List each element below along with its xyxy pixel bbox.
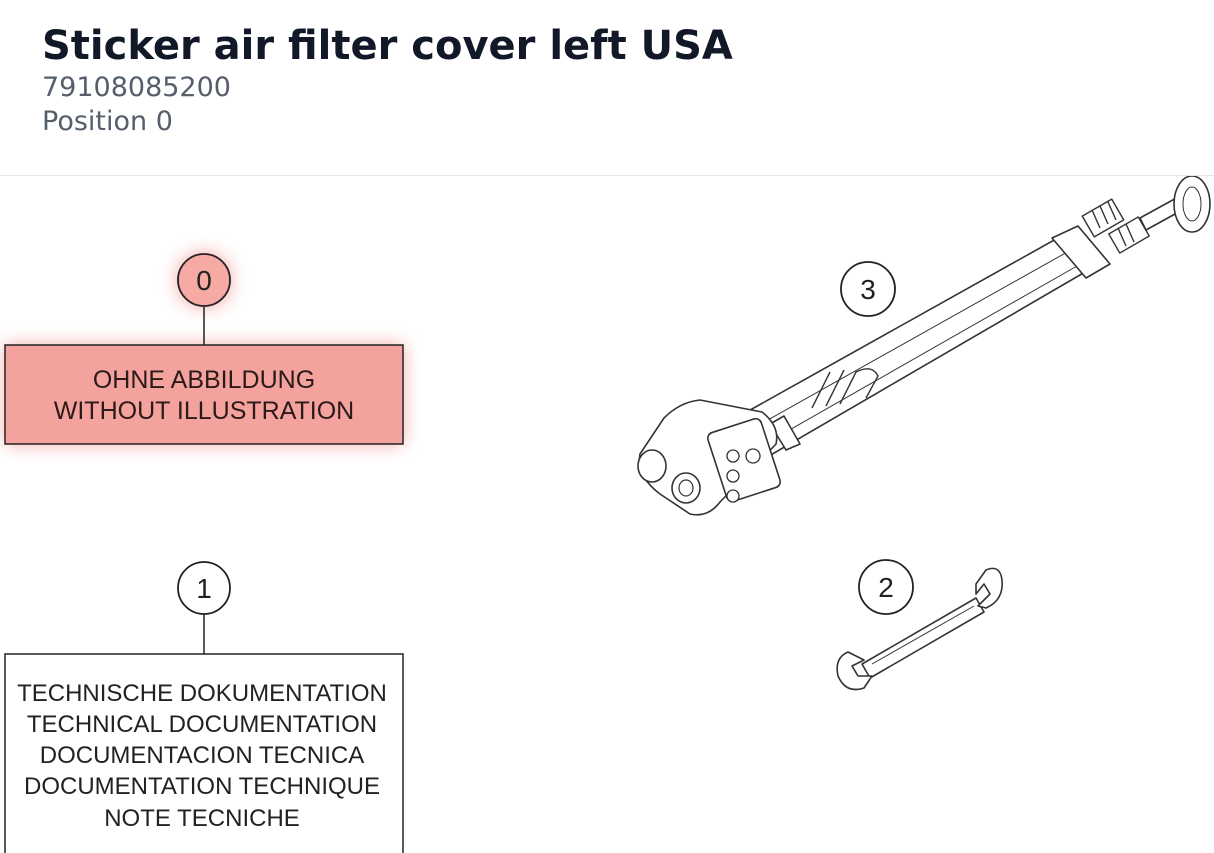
- exploded-diagram: 0 OHNE ABBILDUNG WITHOUT ILLUSTRATION 1 …: [0, 176, 1214, 853]
- part-number: 79108085200: [42, 72, 231, 103]
- callout-3-number: 3: [860, 274, 876, 305]
- shock-pump-icon[interactable]: [637, 176, 1211, 516]
- page-title: Sticker air filter cover left USA: [42, 23, 733, 69]
- callout-0-number: 0: [196, 265, 212, 296]
- callout-1-line: NOTE TECNICHE: [104, 805, 300, 832]
- callout-3[interactable]: 3: [637, 176, 1211, 516]
- callout-1-line: TECHNISCHE DOKUMENTATION: [17, 680, 387, 707]
- wrench-icon[interactable]: [836, 567, 1003, 691]
- callout-1-number-circle[interactable]: [177, 561, 231, 615]
- callout-1-box[interactable]: [4, 653, 404, 853]
- callout-1-line: TECHNICAL DOCUMENTATION: [27, 711, 377, 738]
- position-label: Position 0: [42, 106, 173, 137]
- callout-2-number: 2: [878, 572, 894, 603]
- page-header: Sticker air filter cover left USA 791080…: [0, 0, 1214, 176]
- callout-0-box[interactable]: [4, 344, 404, 445]
- diagram-canvas: 0 OHNE ABBILDUNG WITHOUT ILLUSTRATION 1 …: [4, 176, 1211, 853]
- callout-0-line: WITHOUT ILLUSTRATION: [54, 397, 354, 425]
- callout-1-line: DOCUMENTATION TECHNIQUE: [24, 773, 380, 800]
- callout-2[interactable]: 2: [836, 559, 1003, 691]
- callout-0[interactable]: 0 OHNE ABBILDUNG WITHOUT ILLUSTRATION: [4, 253, 404, 445]
- callout-2-number-circle[interactable]: [858, 559, 914, 615]
- callout-0-line: OHNE ABBILDUNG: [93, 366, 315, 394]
- callout-1[interactable]: 1 TECHNISCHE DOKUMENTATION TECHNICAL DOC…: [4, 561, 404, 853]
- callout-1-line: DOCUMENTACION TECNICA: [40, 742, 364, 769]
- callout-0-number-circle[interactable]: [177, 253, 231, 307]
- callout-3-number-circle[interactable]: [840, 261, 896, 317]
- callout-1-number: 1: [196, 573, 212, 604]
